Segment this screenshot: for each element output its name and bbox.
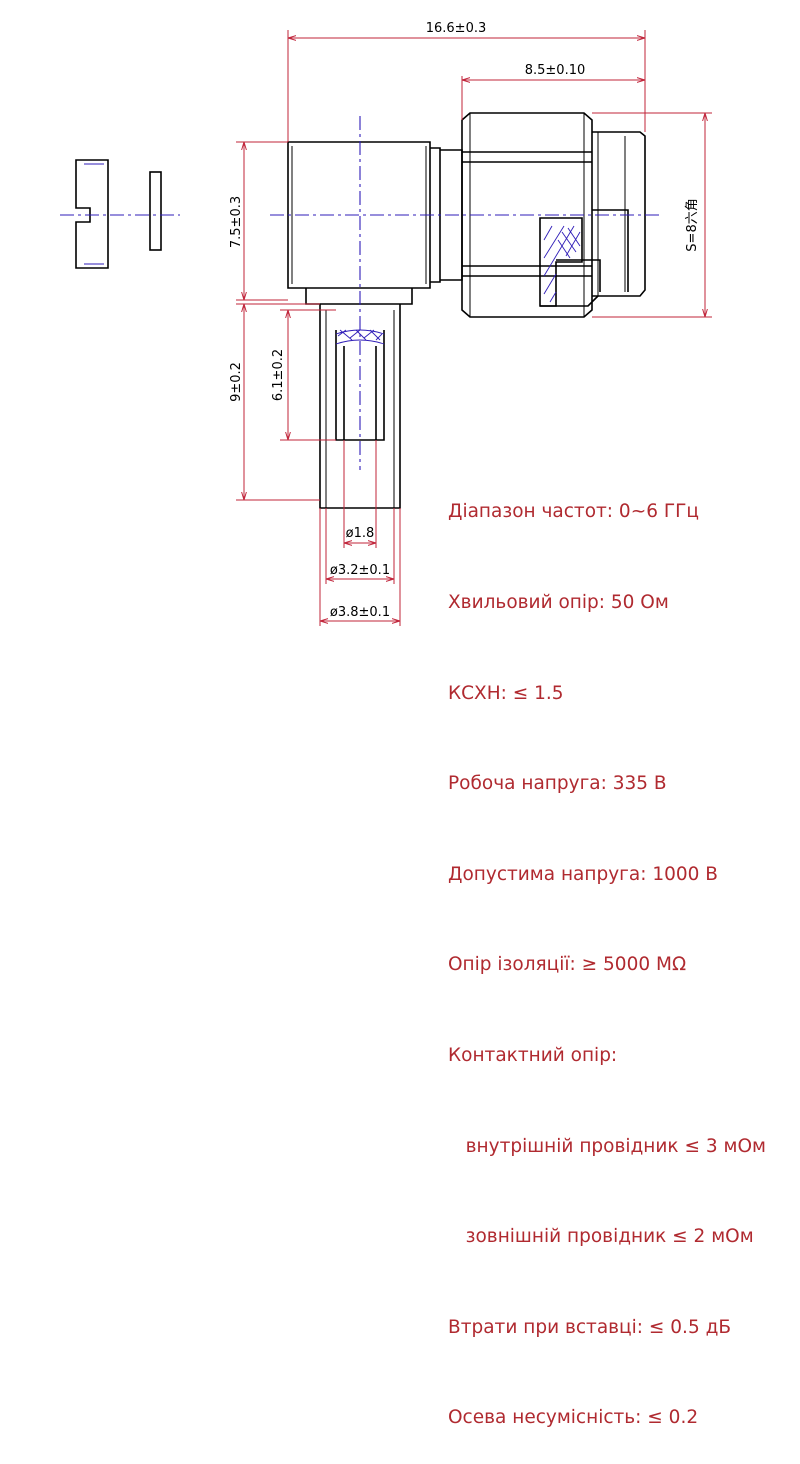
spec-frequency-range: Діапазон частот: 0~6 ГГц	[448, 501, 699, 523]
spec-outer-conductor: зовнішній провідник ≤ 2 мОм	[448, 1226, 754, 1248]
pin-diameter-label: ø1.8	[346, 526, 375, 541]
spec-working-voltage: Робоча напруга: 335 В	[448, 773, 667, 795]
inner-diameter-label: ø3.2±0.1	[330, 563, 390, 578]
ferrule-length-dimension	[236, 303, 320, 501]
plug-length-dimension	[461, 76, 645, 120]
body-height-dimension	[236, 141, 288, 301]
hex-size-label: S=8六角	[685, 198, 700, 251]
diameter-dimensions	[319, 440, 401, 626]
ferrule-length-label: 9±0.2	[229, 362, 244, 402]
spec-insertion-loss: Втрати при вставці: ≤ 0.5 дБ	[448, 1316, 732, 1338]
connector-drawing: 16.6±0.3 8.5±0.10 S=8六角 7.5±0.3 9±0.2 6.…	[60, 21, 712, 626]
crimp-length-label: 6.1±0.2	[271, 349, 286, 401]
washer-part	[149, 171, 162, 251]
spec-axial-misalignment: Осева несумісність: ≤ 0.2	[448, 1407, 699, 1429]
spec-vswr: КСХН: ≤ 1.5	[448, 682, 564, 704]
hex-size-dimension	[592, 112, 712, 318]
overall-length-label: 16.6±0.3	[426, 21, 487, 36]
plug-tube	[540, 131, 646, 307]
crimp-ferrule	[305, 288, 413, 509]
spec-withstand-voltage: Допустима напруга: 1000 В	[448, 863, 719, 885]
spec-inner-conductor: внутрішній провідник ≤ 3 мОм	[448, 1135, 766, 1157]
clip-part	[75, 159, 109, 269]
body-height-label: 7.5±0.3	[229, 196, 244, 248]
crimp-length-dimension	[280, 309, 336, 441]
spec-contact-resistance: Контактний опір:	[448, 1044, 618, 1066]
outer-diameter-label: ø3.8±0.1	[330, 605, 390, 620]
spec-impedance: Хвильовий опір: 50 Ом	[448, 592, 669, 613]
spec-insulation-resistance: Опір ізоляції: ≥ 5000 MΩ	[448, 954, 687, 976]
spec-list: Діапазон частот: 0~6 ГГц Хвильовий опір:…	[448, 437, 766, 1464]
insulator-section	[539, 217, 583, 307]
plug-length-label: 8.5±0.10	[525, 63, 586, 78]
overall-length-dimension	[287, 30, 646, 142]
